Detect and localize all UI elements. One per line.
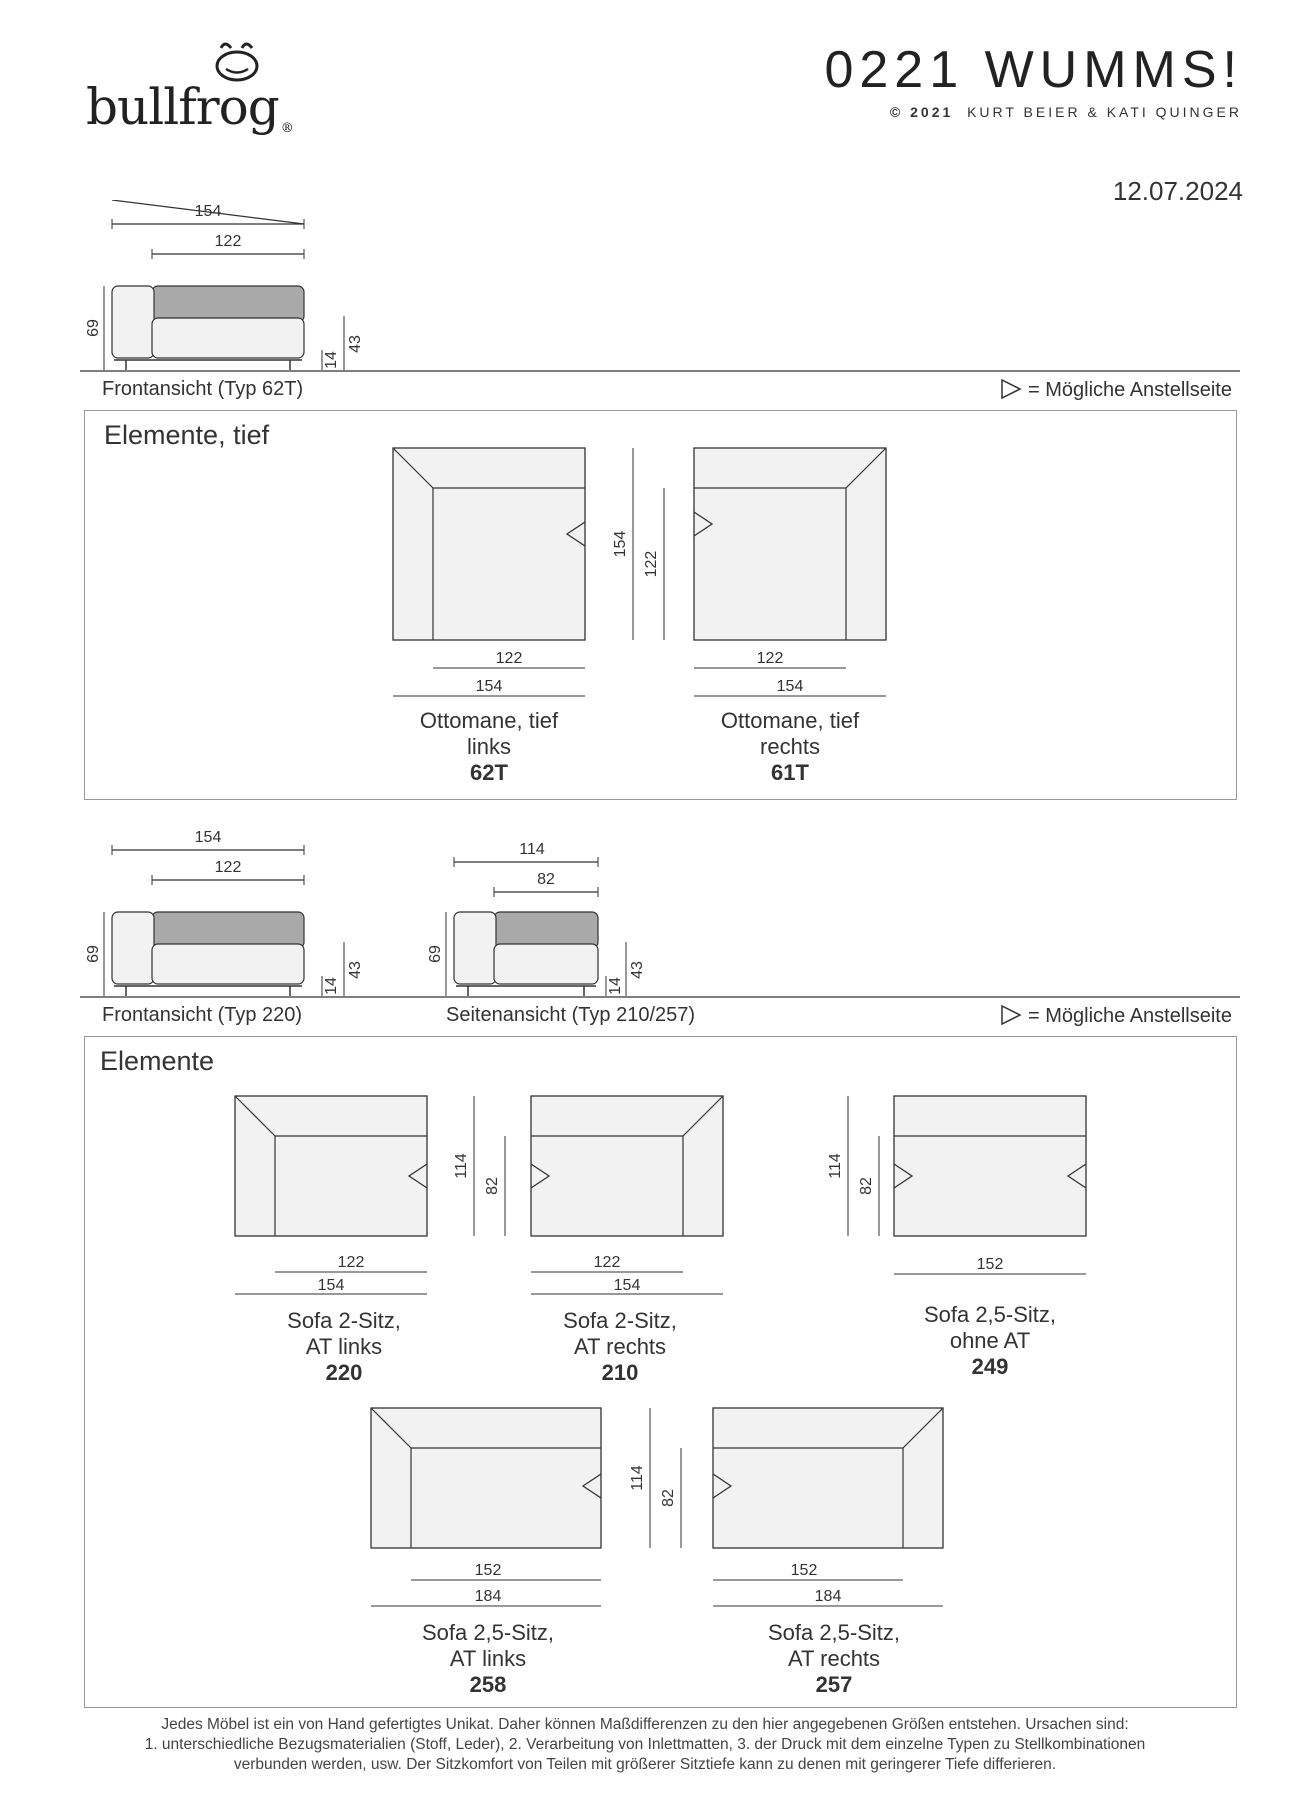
- dim-side-width-total: 114: [519, 841, 545, 858]
- dim-depth-inner: 122: [643, 551, 660, 578]
- dim-220-width-seat: 122: [215, 859, 242, 876]
- dim-depth-inner-2: 82: [484, 1177, 501, 1195]
- dim-depth-inner-4: 82: [660, 1489, 677, 1507]
- element-label-258: Sofa 2,5-Sitz, AT links 258: [421, 1620, 555, 1697]
- element-258-plan: [370, 1407, 602, 1549]
- document-date: 12.07.2024: [1112, 176, 1243, 206]
- brand-name: bullfrog®: [86, 78, 294, 136]
- dim-depth-outer-4: 114: [629, 1465, 646, 1491]
- elements-drawings: 122 154 114 82 122 154 114 82 152 152 18…: [234, 1095, 1087, 1607]
- dim-leg: 14: [323, 351, 340, 369]
- dim-220-inner: 122: [338, 1254, 365, 1271]
- element-210-plan: [530, 1095, 724, 1237]
- front-view-caption-2: Frontansicht (Typ 220): [102, 1004, 303, 1026]
- dim-220-height: 69: [85, 945, 102, 963]
- document-title: 0221 WUMMS!: [824, 41, 1243, 99]
- element-257-plan: [712, 1407, 944, 1549]
- dim-210-inner: 122: [594, 1254, 621, 1271]
- dim-side-leg: 14: [607, 977, 624, 995]
- dim-257-outer: 184: [815, 1588, 842, 1605]
- front-view-drawing-62T: 154 122 69 43 14: [80, 200, 1240, 372]
- legend-1: = Mögliche Anstellseite: [1000, 378, 1232, 402]
- dim-height: 69: [85, 319, 102, 337]
- element-label-249: Sofa 2,5-Sitz, ohne AT 249: [923, 1302, 1057, 1379]
- dim-258-outer: 184: [475, 1588, 502, 1605]
- dim-side-height: 69: [427, 945, 444, 963]
- section-elements-tief: [84, 410, 1237, 800]
- sofa-seat: [151, 317, 305, 359]
- dim-257-inner: 152: [791, 1562, 818, 1579]
- footer-disclaimer: Jedes Möbel ist ein von Hand gefertigtes…: [144, 1716, 1146, 1773]
- element-220-plan: [234, 1095, 428, 1237]
- front-and-side-view-drawings: 154 122 69 43 14 114 82 69 43 14: [80, 829, 1240, 998]
- dim-61T-inner: 122: [757, 650, 784, 667]
- element-label-61T: Ottomane, tief rechts 61T: [720, 708, 860, 785]
- legend-2: = Mögliche Anstellseite: [1000, 1004, 1232, 1028]
- dim-width-seat: 122: [215, 233, 242, 250]
- element-label-257: Sofa 2,5-Sitz, AT rechts 257: [767, 1620, 901, 1697]
- dim-220-outer: 154: [318, 1277, 345, 1294]
- dim-62T-inner: 122: [496, 650, 523, 667]
- dim-62T-outer: 154: [476, 678, 503, 695]
- element-62T-plan: [392, 447, 586, 641]
- element-61T-plan: [693, 447, 887, 641]
- triangle-marker-icon: [1001, 1004, 1023, 1026]
- dim-side-width-seat: 82: [537, 871, 555, 888]
- dim-depth-outer-3: 114: [827, 1153, 844, 1179]
- dim-seat-height: 43: [347, 335, 364, 353]
- sofa-backrest: [151, 285, 305, 323]
- dim-220-seat-height: 43: [347, 961, 364, 979]
- dim-61T-outer: 154: [777, 678, 804, 695]
- dim-210-outer: 154: [614, 1277, 641, 1294]
- dim-depth-outer: 154: [612, 531, 629, 558]
- triangle-marker-icon: [1001, 378, 1023, 400]
- front-view-caption-1: Frontansicht (Typ 62T): [102, 378, 304, 400]
- dim-depth-inner-3: 82: [858, 1177, 875, 1195]
- dim-depth-outer-2: 114: [453, 1153, 470, 1179]
- copyright: © 2021 KURT BEIER & KATI QUINGER: [889, 104, 1242, 120]
- dim-220-width-total: 154: [195, 829, 222, 846]
- section-1-title: Elemente, tief: [104, 420, 270, 450]
- dim-249-outer: 152: [977, 1256, 1004, 1273]
- bullfrog-logo: [80, 36, 290, 136]
- element-label-62T: Ottomane, tief links 62T: [419, 708, 559, 785]
- sofa-armrest: [111, 285, 155, 359]
- dim-258-inner: 152: [475, 1562, 502, 1579]
- dim-width-total: 154: [195, 203, 222, 220]
- dim-220-leg: 14: [323, 977, 340, 995]
- elements-tief-drawings: 122 154 154 122 122 154: [392, 447, 887, 697]
- dim-side-seat-height: 43: [629, 961, 646, 979]
- section-elemente: [84, 1036, 1237, 1708]
- section-2-title: Elemente: [100, 1046, 215, 1076]
- frog-eyes-icon: [215, 42, 259, 82]
- element-label-210: Sofa 2-Sitz, AT rechts 210: [563, 1308, 677, 1385]
- element-249-plan: [893, 1095, 1087, 1237]
- element-label-220: Sofa 2-Sitz, AT links 220: [287, 1308, 401, 1385]
- side-view-caption: Seitenansicht (Typ 210/257): [446, 1004, 696, 1026]
